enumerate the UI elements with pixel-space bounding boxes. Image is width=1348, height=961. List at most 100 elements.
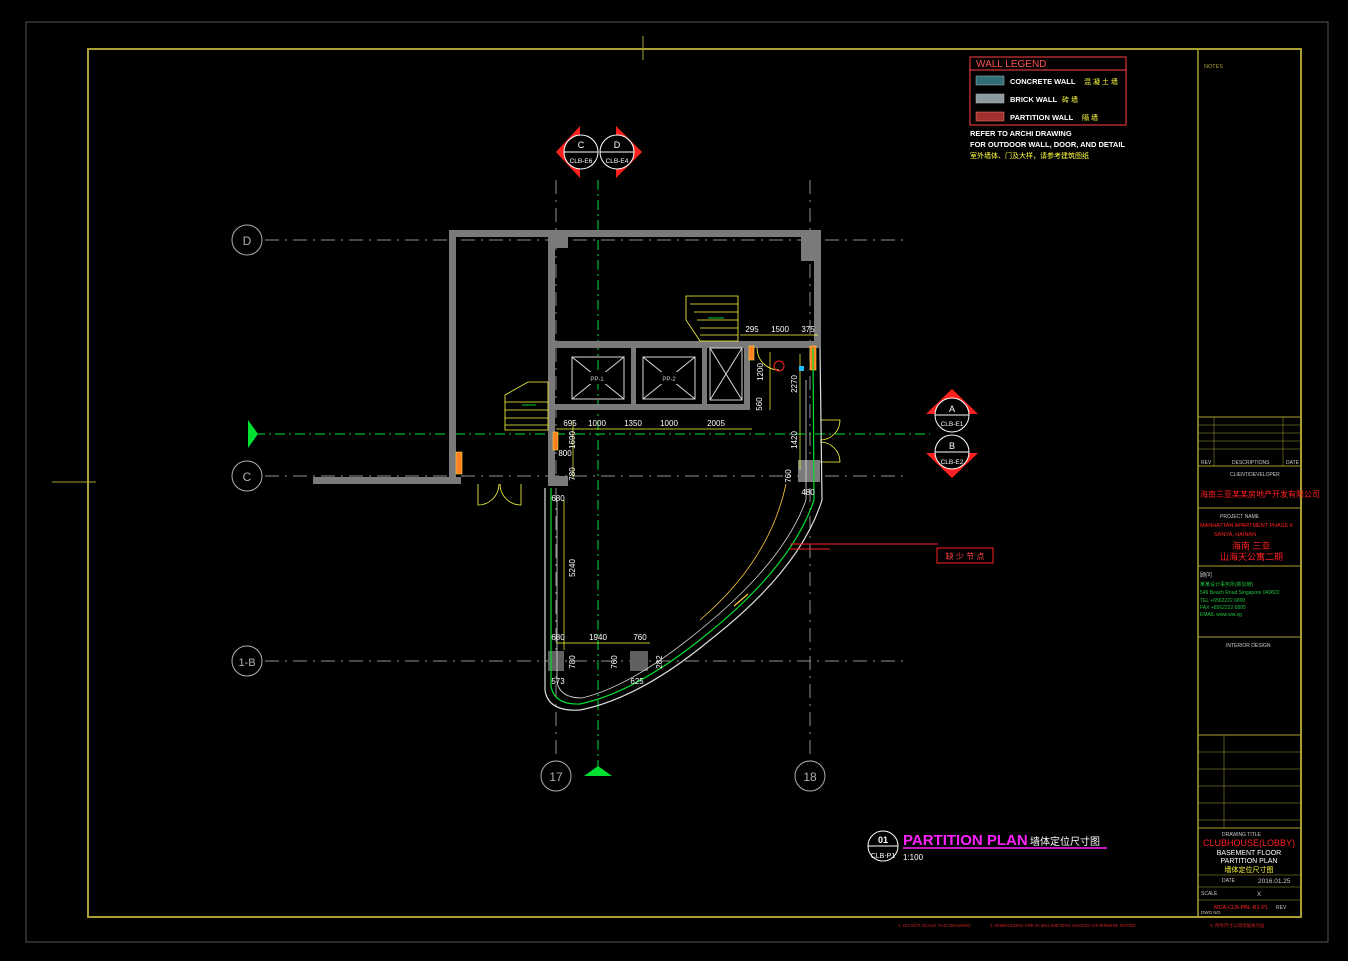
dim-1690: 1690 — [568, 431, 577, 449]
svg-text:01: 01 — [878, 835, 888, 845]
svg-text:MANHATTAN APARTMENT PHASE II: MANHATTAN APARTMENT PHASE II — [1200, 523, 1293, 529]
svg-text:D: D — [614, 140, 621, 150]
lift-shaft-2: PP-2 — [642, 356, 696, 400]
svg-text:CLB-E1: CLB-E1 — [941, 421, 964, 428]
footer-note-2: 2. DIMENSIONS ARE IN MILLIMETERS UNLESS … — [990, 923, 1136, 928]
svg-text:DATE: DATE — [1222, 878, 1236, 884]
dim-282: 282 — [655, 655, 664, 669]
svg-text:MCA-CLB-PBL-B1-P1: MCA-CLB-PBL-B1-P1 — [1214, 905, 1268, 911]
legend-label-brick: BRICK WALL — [1010, 95, 1057, 104]
legend-note-3: 室外墙体、门及大样，请参考建筑图纸 — [970, 151, 1089, 160]
svg-text:DATE: DATE — [1286, 460, 1300, 466]
dim-560: 560 — [755, 397, 764, 411]
section-marker-A: A CLB-E1 — [926, 389, 978, 433]
svg-text:REV: REV — [1201, 460, 1212, 466]
footer-note-1: 1. DO NOT SCALE THIS DRAWING — [898, 923, 971, 928]
svg-text:FAX +6562222 6805: FAX +6562222 6805 — [1200, 605, 1246, 611]
section-marker-C: C CLB-E6 — [556, 126, 599, 178]
svg-text:CLB-E4: CLB-E4 — [606, 158, 629, 165]
svg-text:D: D — [243, 234, 252, 248]
svg-text:PP-2: PP-2 — [662, 377, 676, 383]
drawing-title-cn: 墙体定位尺寸图 — [1030, 835, 1100, 848]
svg-text:INTERIOR DESIGN: INTERIOR DESIGN — [1226, 643, 1271, 649]
svg-text:CLIENT/DEVELOPER: CLIENT/DEVELOPER — [1230, 472, 1280, 478]
center-arrow-left — [248, 420, 258, 448]
legend-label-concrete: CONCRETE WALL — [1010, 77, 1076, 86]
legend-swatch-partition — [975, 111, 1005, 122]
dim-375: 375 — [801, 325, 815, 334]
svg-text:PROJECT NAME: PROJECT NAME — [1220, 514, 1260, 520]
dim-760-right: 760 — [784, 469, 793, 483]
dim-1940: 1940 — [589, 633, 607, 642]
legend-note-1: REFER TO ARCHI DRAWING — [970, 129, 1072, 138]
dim-1500: 1500 — [771, 325, 789, 334]
svg-text:海南三亚某某房地产开发有限公司: 海南三亚某某房地产开发有限公司 — [1200, 489, 1320, 499]
section-marker-B: B CLB-E2 — [926, 434, 978, 478]
svg-text:SCALE: SCALE — [1201, 891, 1218, 897]
dim-1420: 1420 — [790, 431, 799, 449]
svg-text:DESCRIPTIONS: DESCRIPTIONS — [1232, 460, 1270, 466]
grid-bubble-1B: 1-B — [231, 645, 263, 677]
footer-note-3: 3. 所有尺寸以现场复核为准 — [1210, 922, 1265, 929]
service-shaft — [709, 347, 743, 401]
dim-680-lower: 680 — [551, 633, 565, 642]
svg-text:DRAWING TITLE: DRAWING TITLE — [1222, 832, 1262, 838]
dim-5240: 5240 — [568, 559, 577, 577]
svg-text:17: 17 — [549, 770, 563, 784]
dimension-lines — [556, 334, 818, 650]
dim-760-bottom: 760 — [633, 633, 647, 642]
svg-text:B: B — [949, 441, 955, 451]
svg-text:X: X — [1257, 892, 1261, 898]
dim-573: 573 — [551, 677, 565, 686]
svg-text:C: C — [243, 470, 252, 484]
missing-detail-callout: 缺 少 节 点 — [790, 543, 994, 564]
svg-text:BASEMENT FLOOR: BASEMENT FLOOR — [1217, 850, 1281, 857]
dim-1000a: 1000 — [588, 419, 606, 428]
grid-bubble-18: 18 — [794, 760, 826, 792]
svg-text:CLB-P1: CLB-P1 — [871, 853, 896, 860]
grid-bubble-D: D — [231, 224, 263, 256]
center-arrow-bottom — [584, 766, 612, 776]
stair-lower — [504, 381, 549, 431]
cyan-marker — [799, 366, 804, 371]
dim-760-mid: 760 — [610, 655, 619, 669]
lift-shaft-1: PP-1 — [571, 356, 625, 400]
dim-800: 800 — [558, 449, 572, 458]
svg-text:549 Beach Road Singapore 04982: 549 Beach Road Singapore 049822 — [1200, 590, 1280, 596]
legend-cn-partition: 隔 墙 — [1082, 113, 1098, 122]
legend-note-2: FOR OUTDOOR WALL, DOOR, AND DETAIL — [970, 140, 1125, 149]
sidebar-title-block: NOTES REV DESCRIPTIONS DATE CLIENT/DEVEL… — [1197, 49, 1320, 917]
center-lines — [255, 180, 930, 770]
dim-695: 695 — [563, 419, 577, 428]
dim-780-upper: 780 — [568, 467, 577, 481]
grid-bubble-17: 17 — [540, 760, 572, 792]
dim-2005: 2005 — [707, 419, 725, 428]
drawing-title-text: PARTITION PLAN — [903, 832, 1028, 849]
svg-text:TEL +6562222 6800: TEL +6562222 6800 — [1200, 598, 1245, 604]
svg-text:PARTITION PLAN: PARTITION PLAN — [1221, 858, 1278, 865]
svg-text:某某设计事务所(新加坡): 某某设计事务所(新加坡) — [1200, 581, 1254, 588]
dim-1000b: 1000 — [660, 419, 678, 428]
dim-480: 480 — [801, 488, 815, 497]
walls — [313, 230, 821, 671]
wall-legend: WALL LEGEND CONCRETE WALL 混 凝 土 墙 BRICK … — [969, 56, 1127, 126]
dim-680-upper: 680 — [551, 494, 565, 503]
svg-text:C: C — [578, 140, 585, 150]
legend-cn-brick: 砖 墙 — [1062, 95, 1078, 104]
svg-text:NOTES: NOTES — [1204, 64, 1223, 70]
legend-cn-concrete: 混 凝 土 墙 — [1084, 77, 1118, 86]
dim-1200: 1200 — [756, 363, 765, 381]
door-marker — [773, 360, 785, 372]
legend-label-partition: PARTITION WALL — [1010, 113, 1074, 122]
svg-text:墙体定位尺寸图: 墙体定位尺寸图 — [1225, 865, 1274, 874]
svg-text:山海天公寓二期: 山海天公寓二期 — [1220, 551, 1283, 562]
dim-2270: 2270 — [790, 375, 799, 393]
svg-text:18: 18 — [803, 770, 817, 784]
svg-text:A: A — [949, 404, 955, 414]
svg-text:1-B: 1-B — [238, 657, 255, 669]
svg-text:CLB-E2: CLB-E2 — [941, 459, 964, 466]
sheet-outer-border — [25, 21, 1329, 943]
legend-swatch-brick — [975, 93, 1005, 104]
svg-text:SANYA, HAINAN: SANYA, HAINAN — [1214, 532, 1256, 538]
